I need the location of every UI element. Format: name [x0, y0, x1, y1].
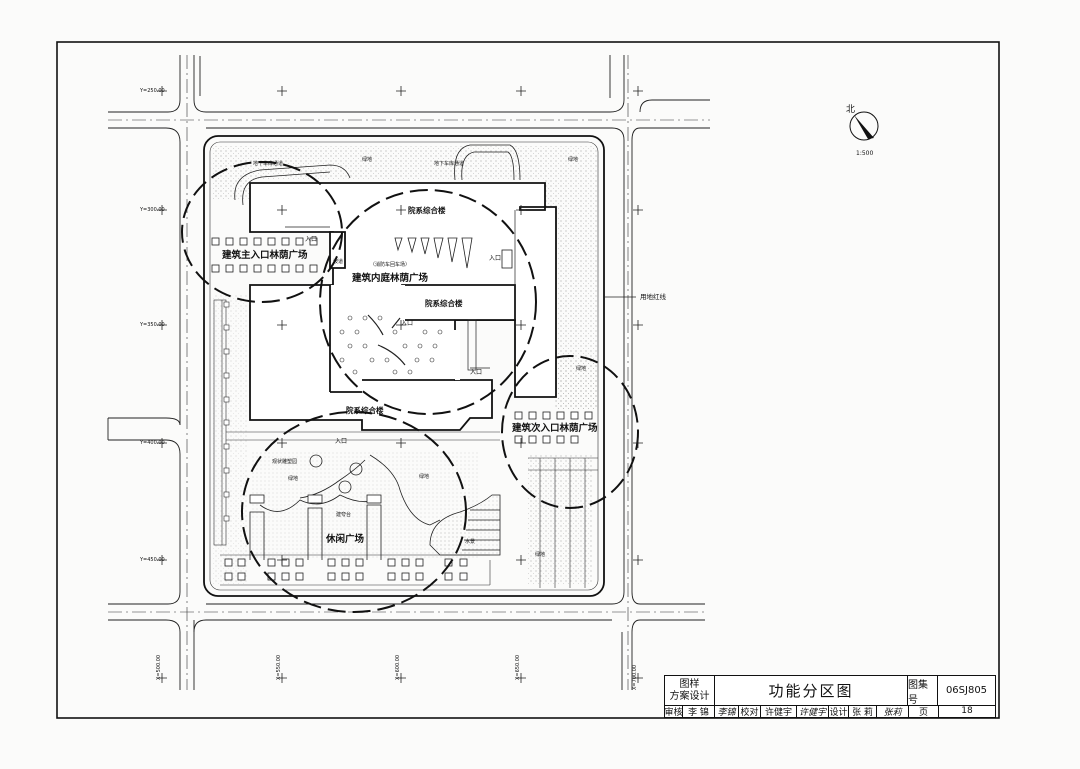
kind-line2: 方案设计 — [669, 690, 710, 702]
label-stage: 建夸台 — [336, 511, 351, 518]
label-courtyard-plaza: 建筑内庭林荫广场 — [351, 272, 429, 284]
designer-label: 设计 — [829, 705, 849, 717]
set-label: 图集号 — [908, 676, 938, 706]
secondary-plaza-tree-grid — [514, 411, 593, 444]
zone-circles — [181, 161, 639, 613]
drawing-title: 功能分区图 — [715, 676, 908, 705]
label-dept-building-3: 院系综合楼 — [346, 405, 384, 415]
coord-x-3: X=600.00 — [395, 655, 401, 680]
compass-scale: 1:500 — [856, 150, 873, 157]
label-green-1: 绿地 — [362, 156, 372, 163]
site-boundary — [203, 135, 605, 597]
compass-north-label: 北 — [846, 104, 855, 115]
page-label: 页 — [909, 705, 939, 717]
label-green-4: 绿地 — [535, 551, 545, 558]
kind-line1: 图样 — [679, 678, 700, 690]
checker-name: 许健宇 — [761, 705, 797, 717]
designer-name: 张 莉 — [849, 705, 877, 717]
label-red-line: 用地红线 — [640, 292, 667, 301]
label-dept-building-1: 院系综合楼 — [408, 205, 446, 215]
label-entry-3: 入口 — [401, 320, 413, 327]
road-network — [107, 55, 710, 690]
label-main-entry-plaza: 建筑主入口林荫广场 — [221, 249, 308, 261]
label-fire-lane: （消防车回车场） — [370, 261, 410, 268]
label-pavilion: 观状雕塑园 — [272, 458, 297, 465]
courtyard-features — [394, 237, 513, 269]
title-block: 图样 方案设计 功能分区图 图集号 06SJ805 审核 李 锦 李锦 校对 许… — [664, 675, 996, 718]
coord-x-2: X=550.00 — [276, 655, 282, 680]
coord-y-5: Y=450.00 — [139, 557, 165, 563]
label-secondary-entry-plaza: 建筑次入口林荫广场 — [511, 422, 598, 434]
buildings — [249, 182, 557, 431]
coord-x-1: X=500.00 — [156, 655, 162, 680]
coord-y-2: Y=300.00 — [139, 207, 165, 213]
coord-x-4: X=650.00 — [515, 655, 521, 680]
coord-y-3: Y=350.00 — [139, 322, 165, 328]
label-underground-ramp-1: 地下车库通道 — [253, 160, 283, 167]
page-value: 18 — [961, 706, 973, 716]
label-water: 水景 — [465, 538, 475, 545]
title-block-kind: 图样 方案设计 — [665, 676, 715, 705]
drawing-frame — [56, 41, 1000, 719]
label-entry-1: 入口 — [305, 236, 317, 243]
checker-label: 校对 — [739, 705, 761, 717]
label-dept-building-2: 院系综合楼 — [425, 298, 463, 308]
label-green-2: 绿地 — [568, 156, 578, 163]
designer-signature: 张莉 — [877, 705, 909, 717]
label-slope: 坡道 — [333, 258, 343, 265]
reviewer-signature: 李锦 — [715, 705, 739, 717]
reviewer-name: 李 锦 — [683, 705, 715, 717]
coord-y-1: Y=250.00 — [139, 88, 165, 94]
label-leisure-plaza: 休闲广场 — [325, 533, 365, 545]
set-value: 06SJ805 — [945, 685, 988, 696]
label-entry-5: 入口 — [335, 438, 347, 445]
label-green-5: 绿地 — [288, 475, 298, 482]
label-green-3: 绿地 — [576, 365, 586, 372]
north-arrow-icon — [849, 111, 879, 141]
label-green-6: 绿地 — [419, 473, 429, 480]
main-plaza-tree-grid — [211, 237, 318, 273]
checker-signature: 许健宇 — [797, 705, 829, 717]
label-underground-ramp-2: 地下车库通道 — [434, 160, 464, 167]
coord-y-4: Y=400.00 — [139, 440, 165, 446]
label-entry-2: 入口 — [489, 255, 501, 262]
coord-x-5: X=700.00 — [632, 665, 638, 690]
reviewer-label: 审核 — [665, 705, 683, 717]
label-entry-4: 入口 — [470, 369, 482, 376]
